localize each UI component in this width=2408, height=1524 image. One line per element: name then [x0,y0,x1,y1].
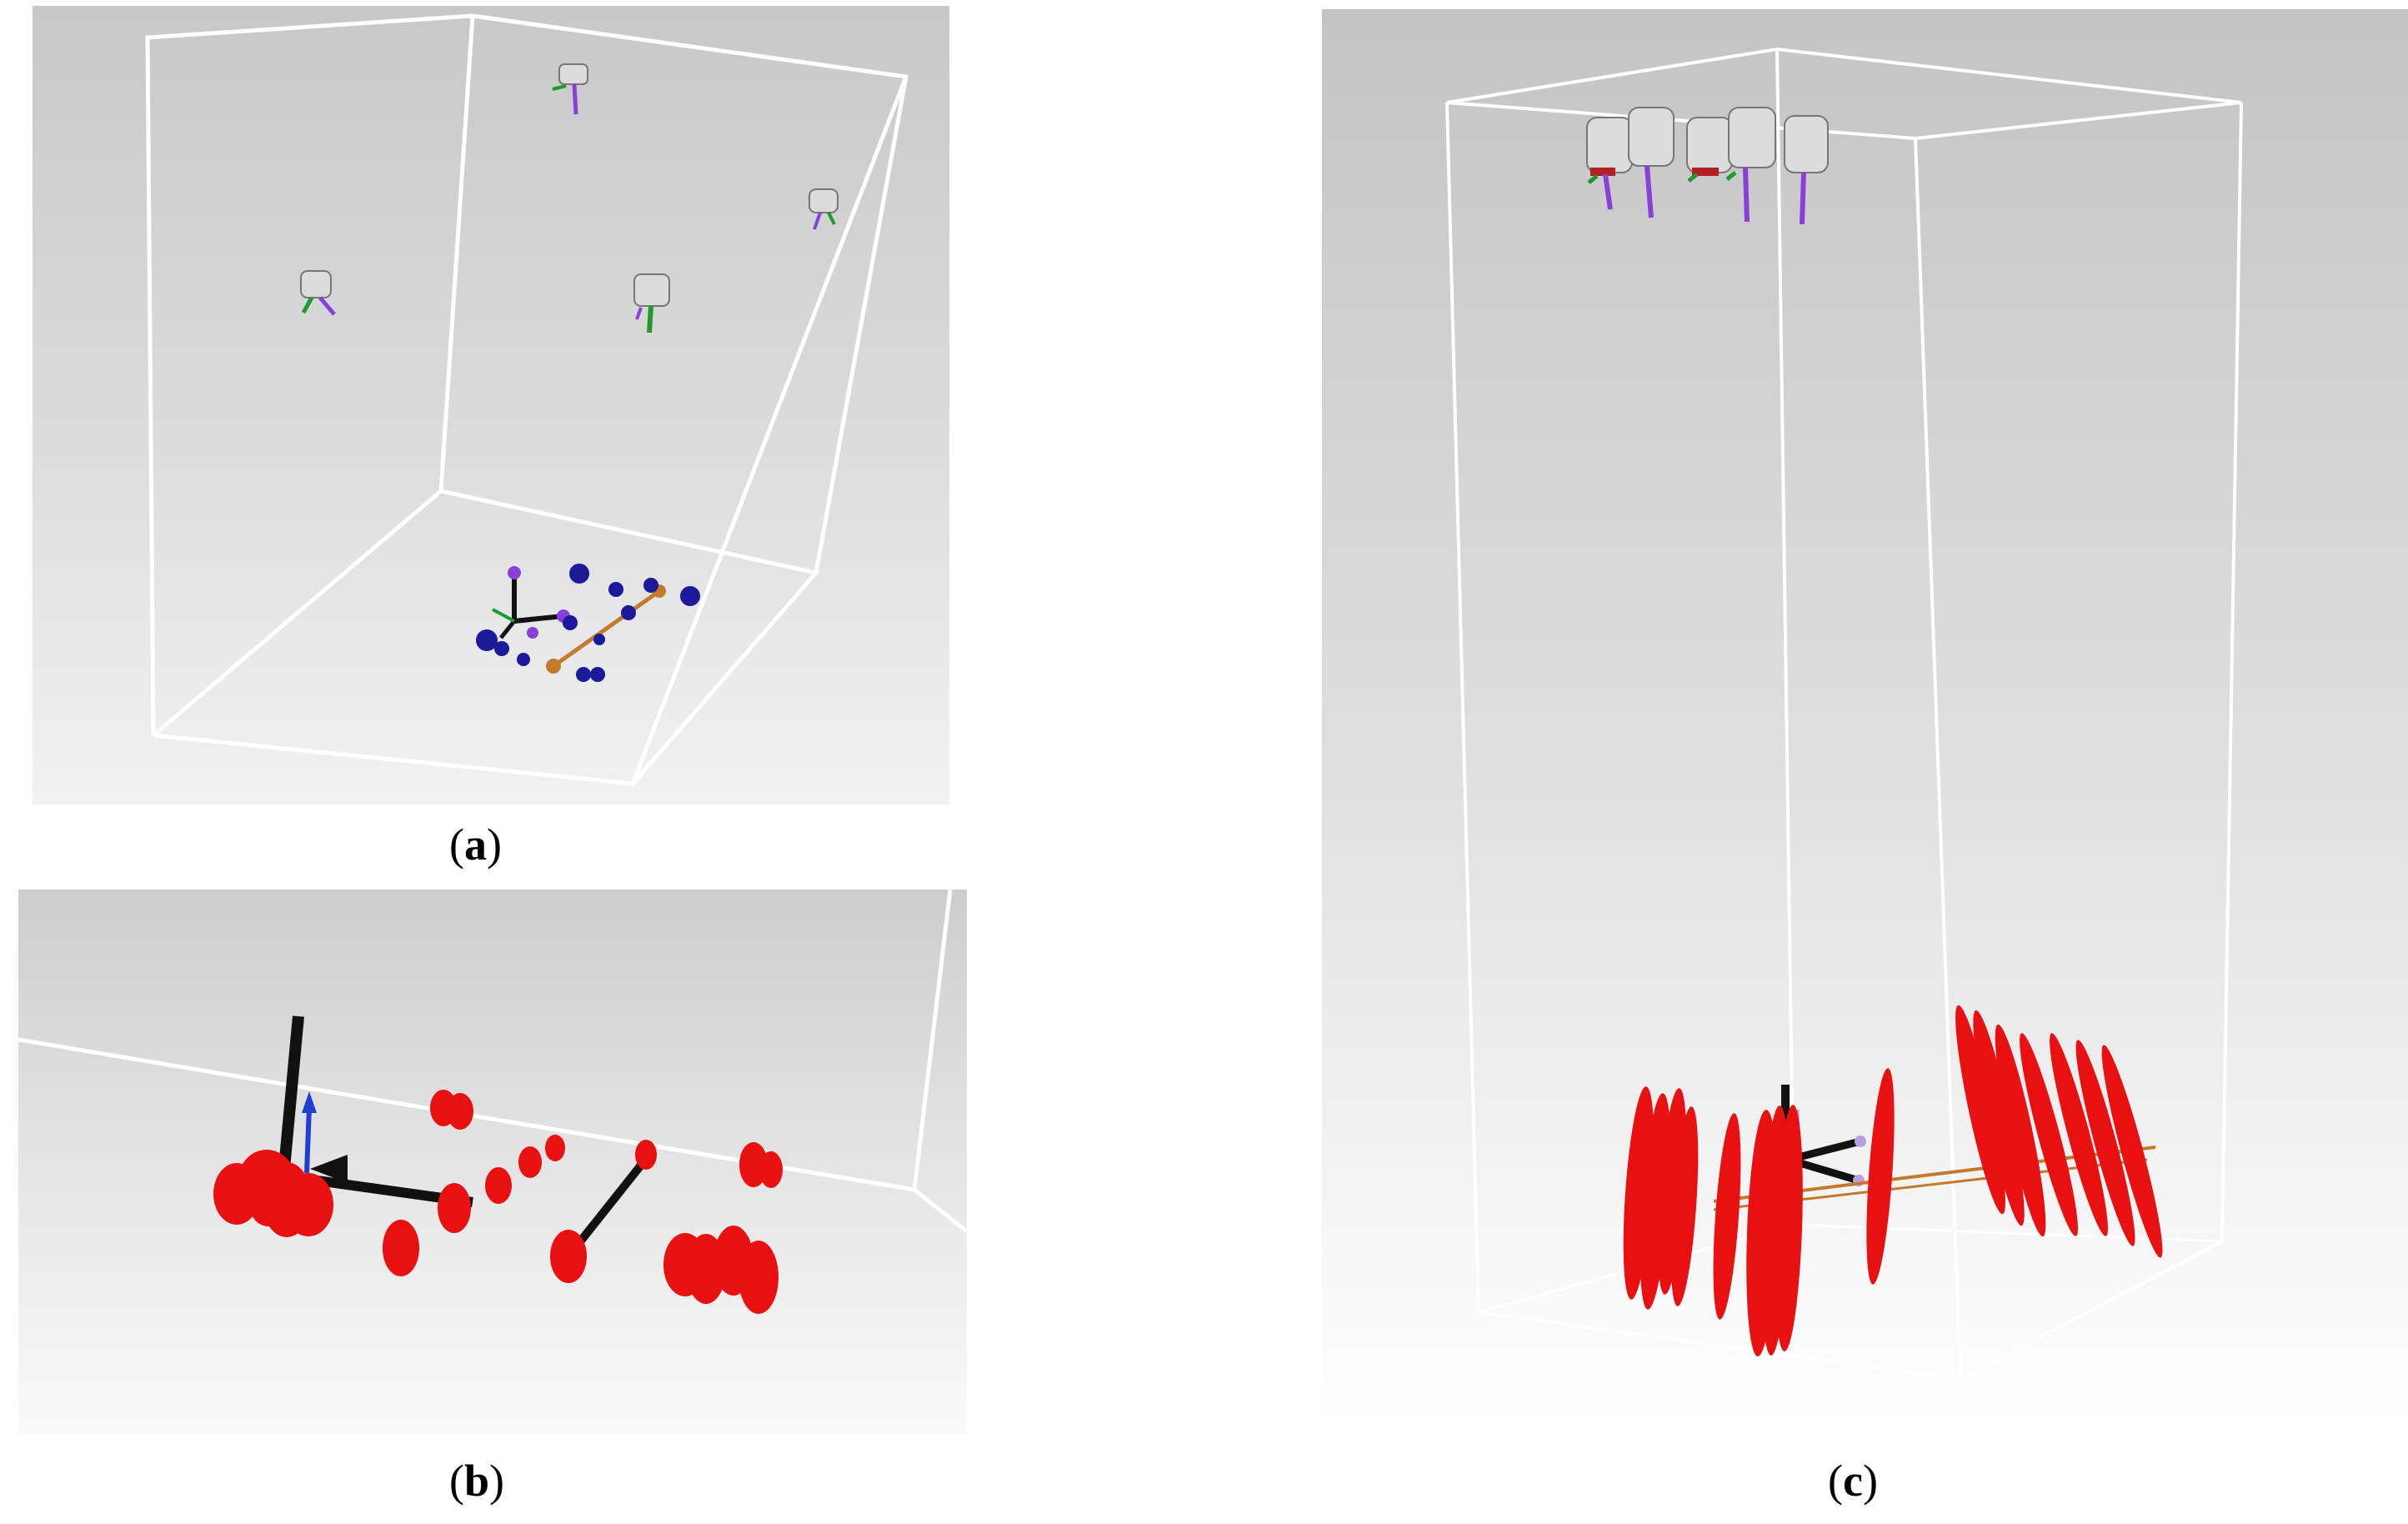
camera-c4 [1725,107,1776,223]
panel-a-scene [145,13,909,786]
caption-a: (a) [449,820,502,870]
box-back-edge [438,15,475,492]
calibration-square [492,566,570,639]
camera-c5 [1784,115,1829,225]
calibration-wand [546,584,666,674]
panel-a-3d-view [33,6,949,805]
panel-b-scene [18,890,967,1314]
caption-b: (b) [449,1456,505,1506]
camera-c1 [1586,117,1633,210]
camera-4 [809,188,839,230]
reflective-markers [476,564,700,682]
panel-c-scene [1445,47,2243,1381]
camera-c3 [1686,117,1733,183]
caption-c: (c) [1828,1456,1878,1506]
elongated-red-ellipsoids [1623,1005,2163,1356]
camera-3 [633,273,670,333]
camera-array [1586,107,1829,225]
panel-c-3d-view [1322,9,2408,1420]
camera-c2 [1628,107,1675,218]
camera-2 [300,270,336,316]
red-ellipsoids [213,1090,783,1314]
camera-1 [552,63,588,115]
capture-volume-box [145,13,909,786]
panel-b-closeup-view [18,890,967,1434]
box-front-edge [630,76,909,785]
